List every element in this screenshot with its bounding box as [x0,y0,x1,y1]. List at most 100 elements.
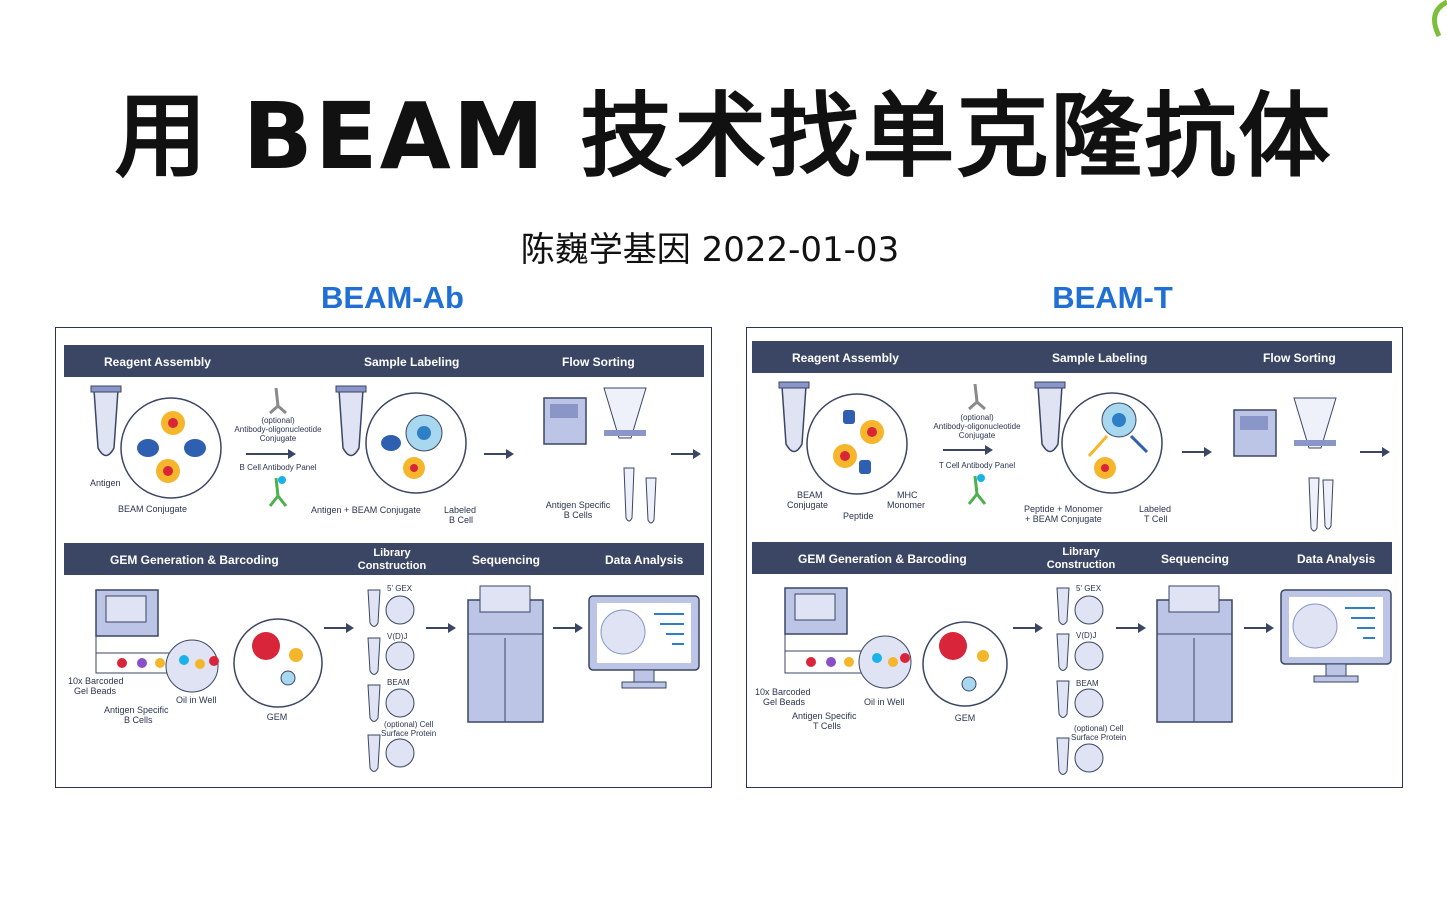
label-beads-1: 10x Barcoded [755,687,811,697]
tube-icon [90,385,122,457]
heading-beam-ab: BEAM-Ab [321,280,464,315]
label-beam-lib: BEAM [387,678,410,687]
label-mix-2: + BEAM Conjugate [1025,514,1102,524]
monitor-icon [588,595,700,689]
step-sample: Sample Labeling [1052,351,1147,365]
label-optional-3: Conjugate [260,434,297,443]
labeled-cell-circle [365,392,467,494]
label-surface-2: Surface Protein [381,729,436,738]
step-reagent: Reagent Assembly [104,355,211,369]
label-vdj: V(D)J [387,632,407,641]
step-library-2: Construction [1047,559,1116,571]
step-gem: GEM Generation & Barcoding [798,552,967,566]
tube-icon [335,385,367,457]
tube-icon [1034,381,1066,453]
label-oil: Oil in Well [176,695,216,705]
step-analysis: Data Analysis [605,553,684,567]
label-gex: 5' GEX [387,584,413,593]
top-step-bar [752,341,1392,373]
label-beads-2: Gel Beads [74,686,117,696]
arrowhead-icon [1266,623,1274,633]
label-gem: GEM [267,712,288,722]
step-sequencing: Sequencing [1161,552,1229,566]
label-cells-1: Antigen Specific [792,711,857,721]
bottom-step-bar [752,542,1392,574]
arrowhead-icon [1138,623,1146,633]
label-cells-2: B Cells [124,715,153,725]
arrowhead-icon [346,623,354,633]
controller-icon [95,589,219,693]
label-surface-1: (optional) Cell [384,720,434,729]
flow-sorter-icon [1233,397,1337,532]
tube-icon [778,381,810,453]
label-cells-2: T Cells [813,721,841,731]
arrowhead-icon [506,449,514,459]
arrowhead-icon [288,449,296,459]
label-labeled-1: Labeled [1139,504,1171,514]
label-optional-1: (optional) [960,413,994,422]
antibody-panel-icon [967,475,987,505]
label-beam-2: Conjugate [787,500,828,510]
label-mix-1: Peptide + Monomer [1024,504,1103,514]
label-gex: 5' GEX [1076,584,1102,593]
label-cells-1: Antigen Specific [104,705,169,715]
step-library-1: Library [1062,546,1100,558]
label-peptide: Peptide [843,511,874,521]
arrowhead-icon [985,445,993,455]
label-beam-lib: BEAM [1076,679,1099,688]
step-library-1: Library [373,547,411,559]
flow-sorter-icon [543,387,657,524]
gem-circle [233,618,323,708]
bottom-step-bar [64,543,704,575]
beam-t-workflow: Reagent Assembly Sample Labeling Flow So… [746,327,1403,788]
label-gem: GEM [955,713,976,723]
label-beam-1: BEAM [797,490,823,500]
label-surface-2: Surface Protein [1071,733,1126,742]
label-optional-2: Antibody-oligonucleotide [234,425,322,434]
author-date: 陈巍学基因 2022-01-03 [520,230,900,270]
sequencer-icon [1156,585,1233,723]
step-sequencing: Sequencing [472,553,540,567]
label-sorted-2: B Cells [564,510,593,520]
label-oil: Oil in Well [864,697,904,707]
label-labeled-2: B Cell [449,515,473,525]
step-gem: GEM Generation & Barcoding [110,553,279,567]
step-library-2: Construction [358,560,427,572]
label-beads-2: Gel Beads [763,697,806,707]
arrowhead-icon [1035,623,1043,633]
label-mix: Antigen + BEAM Conjugate [311,505,421,515]
label-mhc-1: MHC [897,490,918,500]
step-reagent: Reagent Assembly [792,351,899,365]
label-antibody-panel: T Cell Antibody Panel [939,461,1016,470]
arrowhead-icon [575,623,583,633]
label-mhc-2: Monomer [887,500,925,510]
heading-beam-t: BEAM-T [1052,280,1173,315]
corner-logo-icon [1432,0,1447,38]
monitor-icon [1280,589,1392,683]
label-labeled-1: Labeled [444,505,476,515]
sequencer-icon [467,585,544,723]
top-step-bar [64,345,704,377]
slide-title: 用 BEAM 技术找单克隆抗体 [114,83,1333,190]
label-beam-conjugate: BEAM Conjugate [118,504,187,514]
label-optional-3: Conjugate [959,431,996,440]
step-analysis: Data Analysis [1297,552,1376,566]
controller-icon [784,587,912,689]
label-antibody-panel: B Cell Antibody Panel [240,463,317,472]
arrowhead-icon [693,449,701,459]
antibody-icon [968,383,986,411]
step-flow: Flow Sorting [1263,351,1336,365]
label-sorted-1: Antigen Specific [546,500,611,510]
arrowhead-icon [1204,447,1212,457]
arrowhead-icon [1382,447,1390,457]
antibody-panel-icon [268,477,288,507]
label-vdj: V(D)J [1076,631,1096,640]
antibody-icon [269,387,287,415]
library-tubes [367,589,415,772]
label-optional-2: Antibody-oligonucleotide [933,422,1021,431]
gem-circle [922,621,1008,707]
label-antigen: Antigen [90,478,121,488]
label-labeled-2: T Cell [1144,514,1167,524]
label-optional-1: (optional) [261,416,295,425]
reagent-magnified-circle [806,393,908,495]
